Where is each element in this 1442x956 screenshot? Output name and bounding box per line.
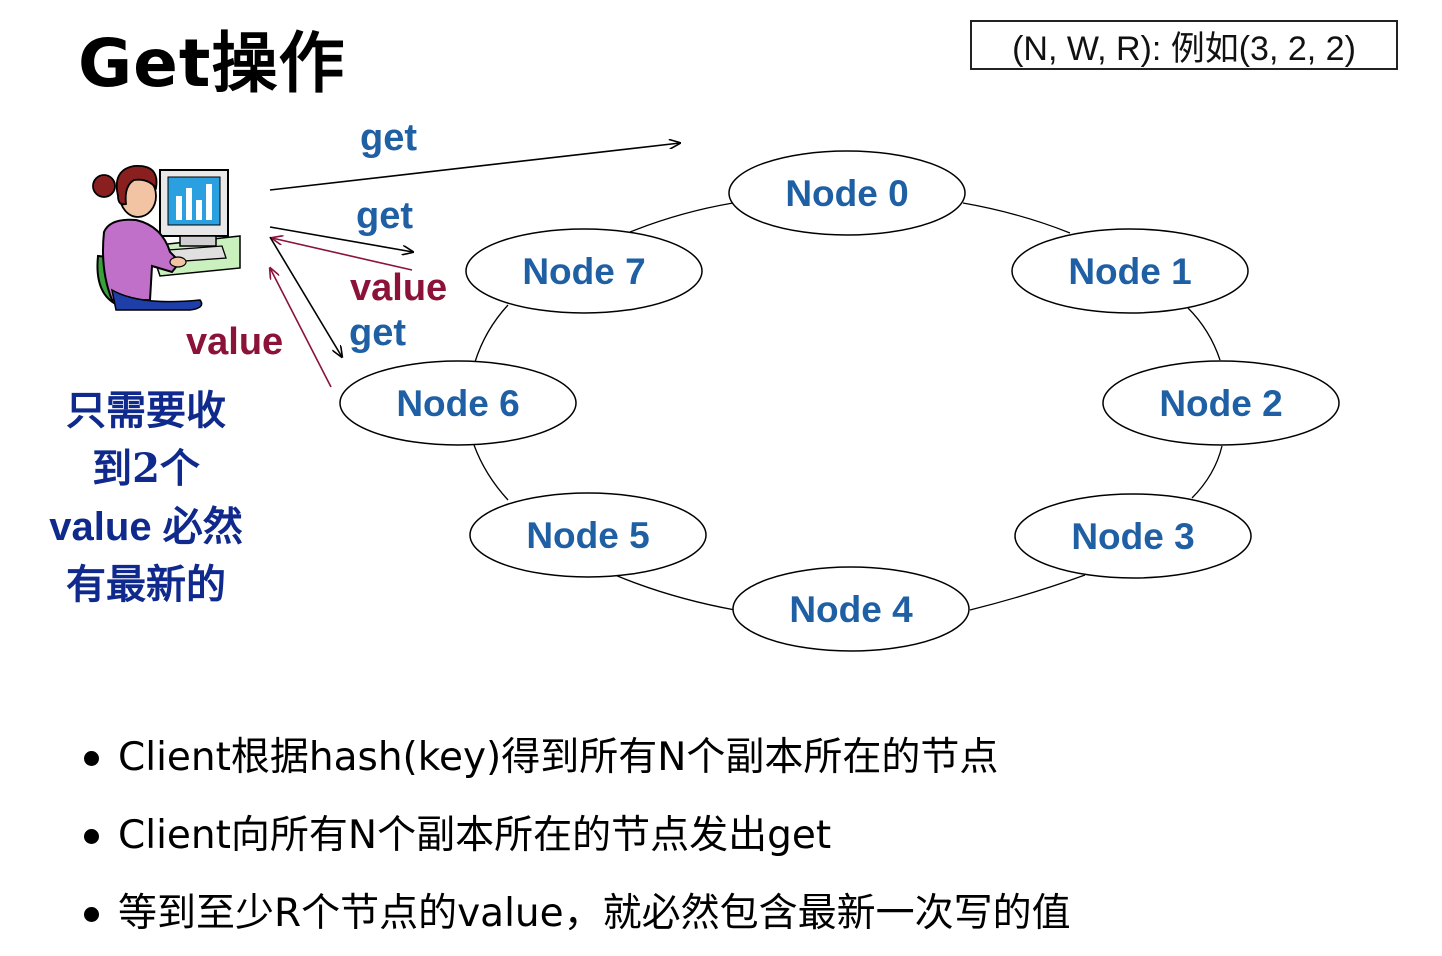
edge-7-0 bbox=[629, 202, 734, 233]
node-6: Node 6 bbox=[339, 360, 577, 446]
value-arrow-upper bbox=[272, 238, 413, 271]
node-2: Node 2 bbox=[1102, 360, 1340, 446]
node-0: Node 0 bbox=[728, 150, 966, 236]
ring-edges bbox=[473, 202, 1223, 611]
note-text: 只需要收 到2个 value 必然 有最新的 bbox=[28, 382, 264, 614]
edge-4-5 bbox=[614, 574, 736, 611]
note-line: 到2个 bbox=[92, 445, 200, 492]
get-arrow-middle bbox=[269, 226, 413, 252]
node-7: Node 7 bbox=[465, 228, 703, 314]
client-at-computer-icon bbox=[92, 165, 241, 311]
value-label-upper: value bbox=[350, 267, 447, 309]
value-arrow-lower bbox=[270, 268, 332, 388]
node-label: Node 6 bbox=[396, 383, 519, 424]
node-label: Node 4 bbox=[789, 589, 913, 630]
get-label-middle: get bbox=[356, 195, 413, 237]
node-5: Node 5 bbox=[469, 492, 707, 578]
get-label-bottom: get bbox=[349, 312, 406, 354]
node-1: Node 1 bbox=[1011, 228, 1249, 314]
get-arrow-top bbox=[269, 143, 680, 191]
node-label: Node 3 bbox=[1071, 516, 1194, 557]
note-line: 只需要收 bbox=[66, 387, 226, 434]
node-3: Node 3 bbox=[1014, 493, 1252, 579]
node-label: Node 1 bbox=[1068, 251, 1191, 292]
edge-3-4 bbox=[969, 574, 1086, 611]
note-line: 有最新的 bbox=[66, 561, 226, 608]
bullet-item: 等到至少R个节点的value，就必然包含最新一次写的值 bbox=[82, 878, 1071, 956]
edge-5-6 bbox=[473, 444, 509, 501]
node-4: Node 4 bbox=[732, 566, 970, 652]
bullet-item: Client根据hash(key)得到所有N个副本所在的节点 bbox=[82, 722, 1071, 800]
get-label-top: get bbox=[360, 117, 417, 159]
note-line: value 必然 bbox=[49, 505, 243, 549]
edge-0-1 bbox=[962, 202, 1071, 234]
params-box: (N, W, R): 例如(3, 2, 2) bbox=[970, 20, 1398, 70]
slide-title: Get操作 bbox=[78, 25, 346, 102]
bullet-item: Client向所有N个副本所在的节点发出get bbox=[82, 800, 1071, 878]
node-label: Node 5 bbox=[526, 515, 649, 556]
node-label: Node 0 bbox=[785, 173, 908, 214]
node-label: Node 7 bbox=[522, 251, 645, 292]
edge-1-2 bbox=[1187, 307, 1221, 361]
edge-6-7 bbox=[474, 304, 509, 363]
value-label-lower: value bbox=[186, 321, 283, 363]
edge-2-3 bbox=[1191, 445, 1223, 499]
bullet-list: Client根据hash(key)得到所有N个副本所在的节点 Client向所有… bbox=[82, 722, 1071, 956]
node-label: Node 2 bbox=[1159, 383, 1282, 424]
get-arrow-bottom bbox=[269, 236, 342, 357]
